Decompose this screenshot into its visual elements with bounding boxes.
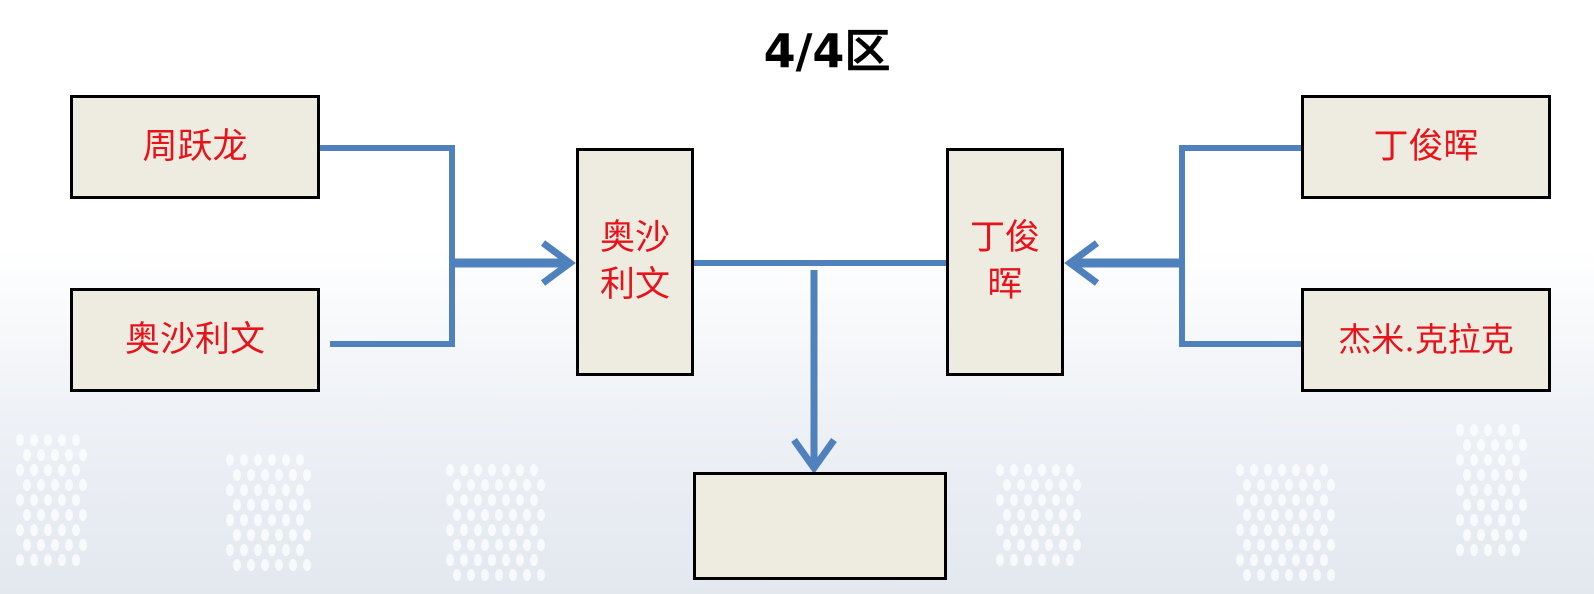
bracket-title: 4/4区	[763, 24, 891, 78]
right-top-connector	[1179, 145, 1301, 347]
left-winner-box: 奥沙利文	[576, 148, 694, 376]
left-top-connector	[320, 145, 455, 347]
right-winner-box: 丁俊晖	[946, 148, 1064, 376]
final-winner-box	[693, 472, 947, 580]
right-round1-player-2: 杰米.克拉克	[1301, 288, 1551, 392]
right-feed-arrowhead	[1064, 240, 1100, 286]
left-feed-arrowhead	[540, 240, 576, 286]
final-arrowhead	[791, 437, 837, 475]
left-round1-player-2: 奥沙利文	[70, 288, 320, 392]
left-round1-player-1: 周跃龙	[70, 95, 320, 199]
right-round1-player-1: 丁俊晖	[1301, 95, 1551, 199]
